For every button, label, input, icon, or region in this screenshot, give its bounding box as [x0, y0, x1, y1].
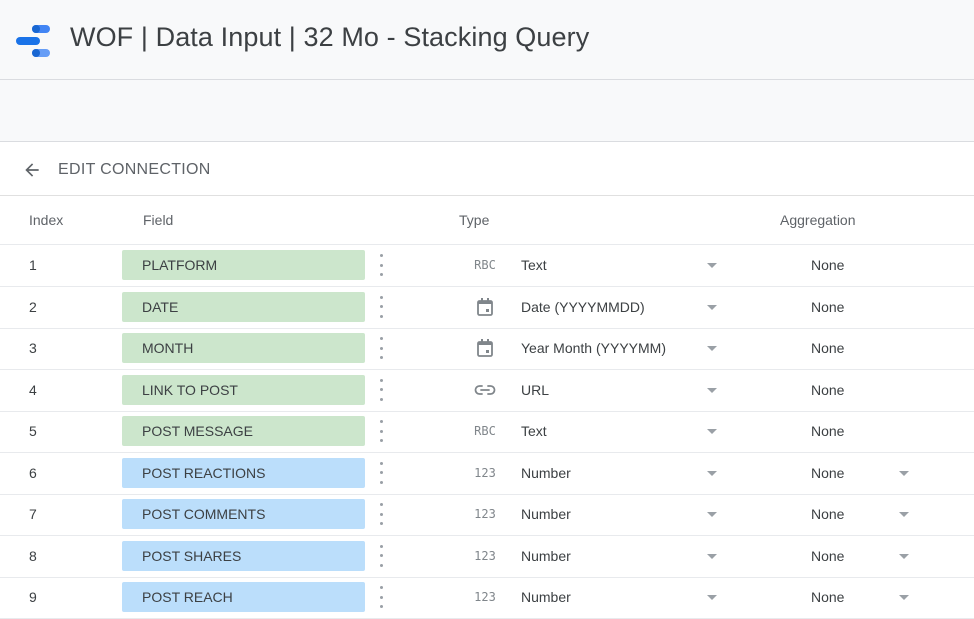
more-vert-icon[interactable] — [374, 420, 388, 442]
aggregation-value: None — [811, 257, 845, 273]
chevron-down-icon[interactable] — [707, 595, 717, 600]
calendar-icon — [470, 337, 500, 359]
row-index: 3 — [29, 340, 37, 356]
chevron-down-icon[interactable] — [707, 304, 717, 310]
app-title: WOF | Data Input | 32 Mo - Stacking Quer… — [70, 22, 590, 52]
table-row: 7 POST COMMENTS 123 Number None — [0, 494, 974, 536]
chevron-down-icon[interactable] — [707, 387, 717, 393]
more-vert-icon[interactable] — [374, 337, 388, 359]
table-row: 3 MONTH Year Month (YYYYMM) None — [0, 328, 974, 370]
calendar-icon — [470, 296, 500, 318]
chevron-down-icon[interactable] — [707, 346, 717, 351]
chevron-down-icon[interactable] — [707, 553, 717, 559]
table-row: 4 LINK TO POST URL None — [0, 370, 974, 412]
header-divider — [0, 244, 974, 245]
field-type-select[interactable]: Number — [521, 547, 571, 564]
data-studio-logo-icon[interactable] — [14, 24, 54, 58]
column-header-field: Field — [143, 212, 174, 228]
field-name-chip[interactable]: POST SHARES — [122, 540, 365, 571]
table-row: 2 DATE Date (YYYYMMDD) None — [0, 287, 974, 329]
number-type-icon: 123 — [474, 465, 496, 480]
column-header-type: Type — [459, 212, 490, 228]
aggregation-value: None — [811, 423, 845, 439]
chevron-down-icon[interactable] — [707, 263, 717, 268]
field-type-select[interactable]: Number — [521, 464, 571, 481]
row-index: 8 — [29, 547, 37, 564]
app-header: WOF | Data Input | 32 Mo - Stacking Quer… — [0, 0, 974, 80]
toolbar — [0, 80, 974, 142]
arrow-back-icon[interactable] — [22, 160, 42, 180]
table-row: 5 POST MESSAGE RBC Text None — [0, 411, 974, 453]
field-name-chip[interactable]: LINK TO POST — [122, 374, 365, 405]
row-index: 7 — [29, 506, 37, 522]
field-name-chip[interactable]: DATE — [122, 291, 365, 322]
aggregation-value[interactable]: None — [811, 464, 845, 481]
table-row: 1 PLATFORM RBC Text None — [0, 245, 974, 287]
field-name-chip[interactable]: POST REACH — [122, 582, 365, 612]
chevron-down-icon[interactable] — [707, 470, 717, 476]
chevron-down-icon[interactable] — [899, 512, 909, 517]
column-header-aggregation: Aggregation — [780, 212, 856, 228]
more-vert-icon[interactable] — [374, 254, 388, 276]
field-type-select[interactable]: Year Month (YYYYMM) — [521, 340, 666, 356]
number-type-icon: 123 — [474, 548, 496, 563]
chevron-down-icon[interactable] — [707, 429, 717, 434]
more-vert-icon[interactable] — [374, 461, 388, 484]
aggregation-value[interactable]: None — [811, 589, 845, 605]
field-type-select[interactable]: Text — [521, 423, 547, 439]
more-vert-icon[interactable] — [374, 544, 388, 567]
row-index: 5 — [29, 423, 37, 439]
field-type-select[interactable]: URL — [521, 381, 550, 398]
column-header-index: Index — [29, 212, 64, 228]
table-row: 6 POST REACTIONS 123 Number None — [0, 453, 974, 495]
row-index: 6 — [29, 464, 37, 481]
chevron-down-icon[interactable] — [899, 553, 909, 559]
text-type-icon: RBC — [474, 258, 496, 272]
field-name-chip[interactable]: POST REACTIONS — [122, 457, 365, 488]
table-row: 9 POST REACH 123 Number None — [0, 577, 974, 619]
more-vert-icon[interactable] — [374, 503, 388, 525]
field-type-select[interactable]: Date (YYYYMMDD) — [521, 298, 645, 315]
chevron-down-icon[interactable] — [899, 595, 909, 600]
number-type-icon: 123 — [474, 590, 496, 604]
text-type-icon: RBC — [474, 424, 496, 438]
row-index: 9 — [29, 589, 37, 605]
aggregation-value[interactable]: None — [811, 547, 845, 564]
field-name-chip[interactable]: PLATFORM — [122, 250, 365, 280]
field-name-chip[interactable]: MONTH — [122, 333, 365, 363]
row-index: 4 — [29, 381, 37, 398]
field-name-chip[interactable]: POST MESSAGE — [122, 416, 365, 446]
aggregation-value: None — [811, 340, 845, 356]
edit-connection-bar — [0, 142, 974, 196]
field-type-select[interactable]: Number — [521, 589, 571, 605]
field-type-select[interactable]: Number — [521, 506, 571, 522]
aggregation-value[interactable]: None — [811, 506, 845, 522]
aggregation-value: None — [811, 381, 845, 398]
number-type-icon: 123 — [474, 507, 496, 521]
more-vert-icon[interactable] — [374, 586, 388, 608]
edit-connection-link[interactable]: EDIT CONNECTION — [58, 161, 211, 178]
table-row: 8 POST SHARES 123 Number None — [0, 536, 974, 578]
more-vert-icon[interactable] — [374, 295, 388, 318]
field-name-chip[interactable]: POST COMMENTS — [122, 499, 365, 529]
chevron-down-icon[interactable] — [707, 512, 717, 517]
aggregation-value: None — [811, 298, 845, 315]
more-vert-icon[interactable] — [374, 378, 388, 401]
link-icon — [470, 379, 500, 401]
field-type-select[interactable]: Text — [521, 257, 547, 273]
chevron-down-icon[interactable] — [899, 470, 909, 476]
row-index: 1 — [29, 257, 37, 273]
row-index: 2 — [29, 298, 37, 315]
